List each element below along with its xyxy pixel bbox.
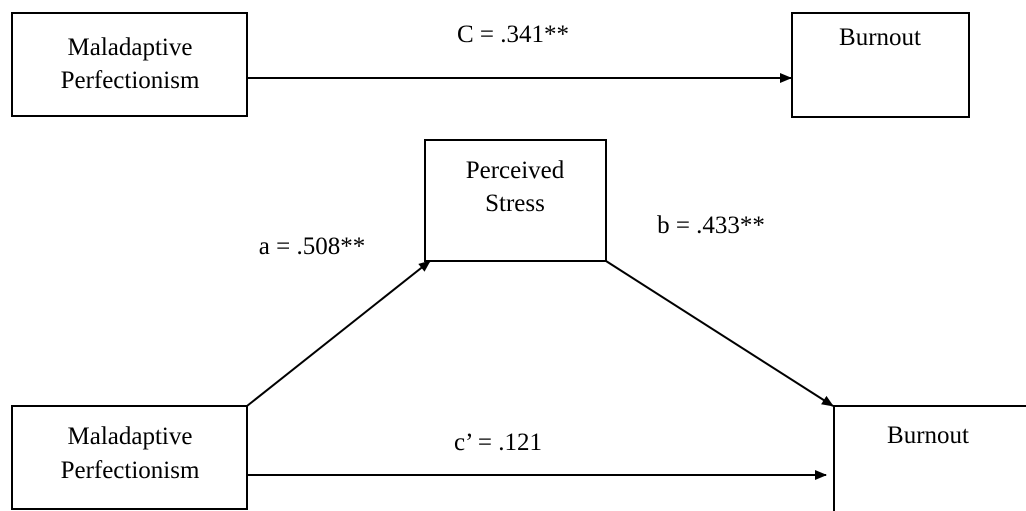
b-path-arrow [605, 260, 834, 407]
mediator-node: Perceived Stress [424, 139, 607, 262]
top-outcome-node: Burnout [791, 12, 970, 118]
bottom-predictor-label-line2: Perfectionism [61, 457, 200, 484]
mediator-label-line1: Perceived [466, 157, 565, 184]
bottom-predictor-node: Maladaptive Perfectionism [11, 405, 248, 510]
top-predictor-label-line1: Maladaptive [68, 34, 193, 61]
a-path-label: a = .508** [259, 233, 365, 260]
top-predictor-node: Maladaptive Perfectionism [11, 12, 248, 117]
top-predictor-label-line2: Perfectionism [61, 67, 200, 94]
bottom-outcome-label: Burnout [887, 422, 969, 449]
bottom-predictor-label-line1: Maladaptive [68, 423, 193, 450]
mediator-label-line2: Stress [485, 190, 545, 217]
a-path-arrow [246, 260, 431, 407]
direct-effect-label: c’ = .121 [454, 429, 542, 456]
bottom-outcome-node: Burnout [833, 405, 1026, 511]
b-path-label: b = .433** [657, 212, 765, 239]
top-outcome-label: Burnout [839, 24, 921, 51]
total-effect-label: C = .341** [457, 21, 569, 48]
